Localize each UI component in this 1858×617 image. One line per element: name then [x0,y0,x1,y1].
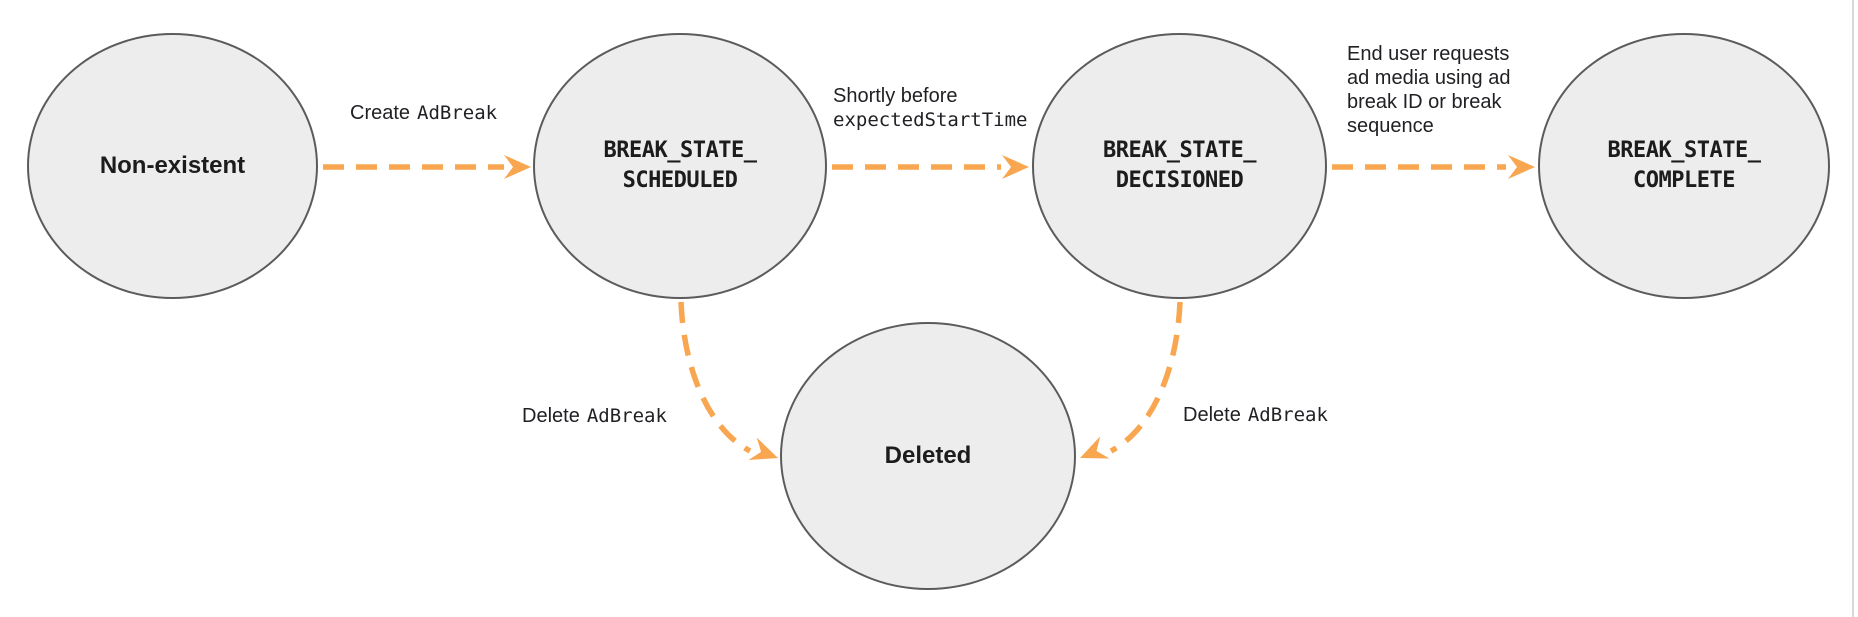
arrow-end-user-requests [1332,155,1535,179]
state-label-break-state-complete: BREAK_STATE_ COMPLETE [1607,138,1761,193]
state-node-break-state-decisioned: BREAK_STATE_ DECISIONED [1032,33,1327,299]
state-label-deleted: Deleted [884,442,972,469]
state-node-deleted: Deleted [780,322,1076,590]
arrow-create-adbreak [323,155,531,179]
arrow-shortly-before-expectedstarttime [832,155,1029,179]
edge-label-delete-right-code: AdBreak [1247,404,1328,426]
state-label-non-existent: Non-existent [99,152,246,179]
edge-label-end-user-requests: End user requests ad media using ad brea… [1347,43,1511,137]
arrow-delete-adbreak-left [678,301,778,461]
edge-label-create-prefix: Create [350,102,411,124]
edge-label-delete-right-prefix: Delete [1183,404,1241,426]
edge-label-create-adbreak: Create AdBreak [350,101,497,125]
edge-label-delete-left-prefix: Delete [522,405,580,427]
edge-label-create-code: AdBreak [417,102,498,124]
state-label-break-state-decisioned: BREAK_STATE_ DECISIONED [1103,138,1256,193]
state-node-break-state-scheduled: BREAK_STATE_ SCHEDULED [533,33,827,299]
edge-label-shortly-before: Shortly before expectedStartTime [833,84,1027,132]
edge-label-shortly-line1: Shortly before [833,85,958,107]
edge-label-shortly-line2: expectedStartTime [833,109,1028,131]
edge-label-delete-adbreak-left: Delete AdBreak [522,404,667,428]
page-right-border [1852,0,1854,617]
state-label-break-state-scheduled: BREAK_STATE_ SCHEDULED [603,138,757,193]
arrow-delete-adbreak-right [1080,301,1183,459]
state-node-break-state-complete: BREAK_STATE_ COMPLETE [1538,33,1830,299]
state-node-non-existent: Non-existent [27,33,318,299]
edge-label-delete-left-code: AdBreak [586,405,667,427]
edge-label-delete-adbreak-right: Delete AdBreak [1183,403,1328,427]
